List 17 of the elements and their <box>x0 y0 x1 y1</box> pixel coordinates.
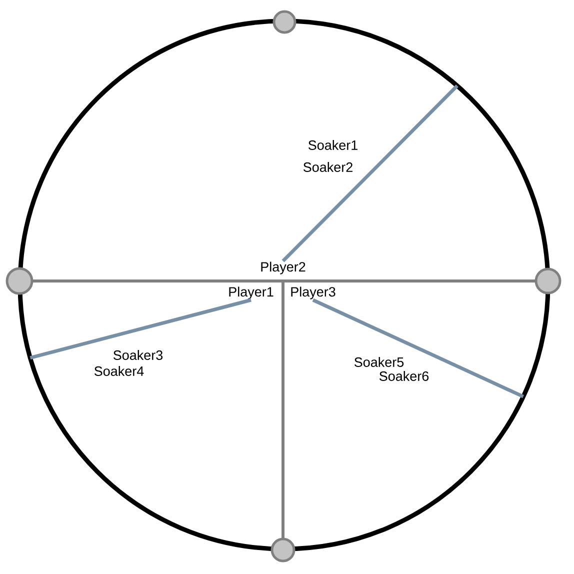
large-circle <box>18 18 550 552</box>
circle-marker <box>270 538 296 562</box>
text-label: Player3 <box>291 286 336 300</box>
circle-marker <box>6 267 34 295</box>
text-label: Soaker2 <box>303 162 352 172</box>
connector-line <box>30 298 252 360</box>
text-label: Soaker3 <box>113 350 163 360</box>
circle-marker <box>272 10 296 34</box>
text-label: Soaker5 <box>354 357 404 367</box>
connector-line <box>282 84 458 262</box>
text-label: Soaker6 <box>379 371 429 381</box>
connector-line <box>312 298 524 398</box>
text-label: Soaker4 <box>94 366 144 376</box>
text-label: Soaker1 <box>308 140 358 150</box>
text-label: Player2 <box>261 262 306 274</box>
circle-marker <box>534 268 562 294</box>
text-label: Player1 <box>229 286 274 300</box>
